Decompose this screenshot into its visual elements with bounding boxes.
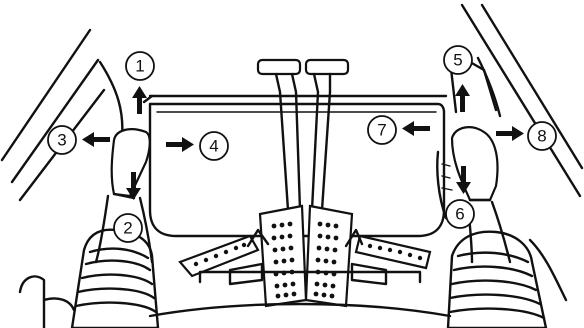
callout-8: 8 [528, 122, 556, 150]
callout-3-label: 3 [57, 131, 66, 150]
callout-6: 6 [446, 200, 474, 228]
callout-1-label: 1 [135, 57, 144, 76]
right-control-lever [437, 127, 510, 262]
pedal-assembly [180, 206, 430, 306]
callout-1: 1 [126, 52, 154, 80]
callout-6-label: 6 [455, 205, 464, 224]
callout-3: 3 [48, 126, 76, 154]
callout-5-label: 5 [453, 51, 462, 70]
callout-4-label: 4 [209, 137, 218, 156]
steering-levers [258, 60, 348, 210]
callout-2-label: 2 [123, 219, 132, 238]
arrow-3-left [82, 132, 110, 147]
callout-7-label: 7 [377, 121, 386, 140]
left-lever-boot [20, 230, 158, 328]
arrow-4-right [166, 137, 194, 152]
callout-5: 5 [444, 46, 472, 74]
callout-4: 4 [200, 132, 228, 160]
arrow-8-right [496, 126, 524, 141]
callout-8-label: 8 [537, 127, 546, 146]
callout-7: 7 [368, 116, 396, 144]
arrow-5-up [455, 84, 470, 112]
callout-2: 2 [114, 214, 142, 242]
arrow-7-left [402, 121, 430, 136]
